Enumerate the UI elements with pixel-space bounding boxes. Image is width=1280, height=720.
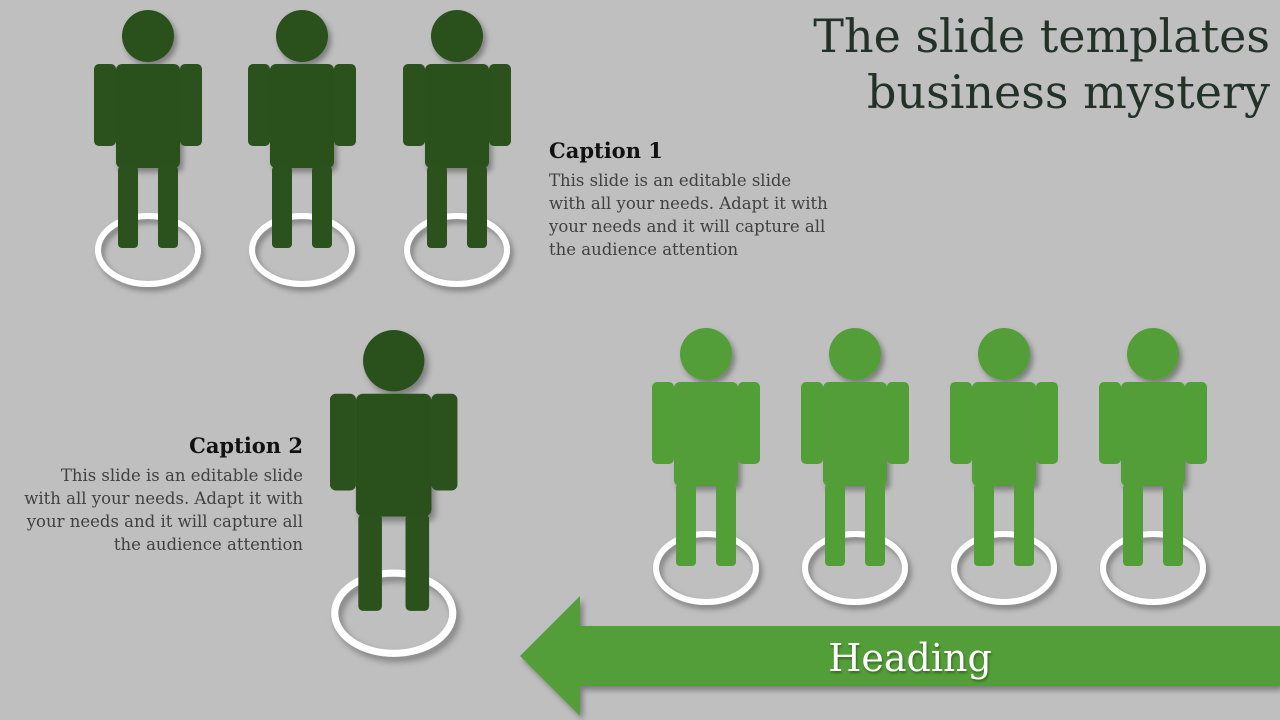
caption-1-title: Caption 1	[549, 138, 663, 163]
caption-2-body: This slide is an editable slide with all…	[24, 466, 303, 554]
person-light-icon	[950, 328, 1058, 602]
person-icon	[403, 10, 511, 284]
person-large-icon	[330, 330, 457, 653]
slide-title: The slide templates business mystery	[813, 9, 1270, 119]
caption-1: Caption 1 This slide is an editable slid…	[549, 138, 829, 261]
caption-2-title: Caption 2	[189, 433, 303, 458]
person-light-icon	[801, 328, 909, 602]
caption-2: Caption 2 This slide is an editable slid…	[20, 433, 303, 556]
person-light-icon	[652, 328, 760, 602]
left-arrow-icon	[520, 596, 1280, 716]
person-icon	[94, 10, 202, 284]
arrow-heading: Heading	[828, 636, 992, 680]
person-icon	[248, 10, 356, 284]
caption-1-body: This slide is an editable slide with all…	[549, 171, 828, 259]
person-light-icon	[1099, 328, 1207, 602]
